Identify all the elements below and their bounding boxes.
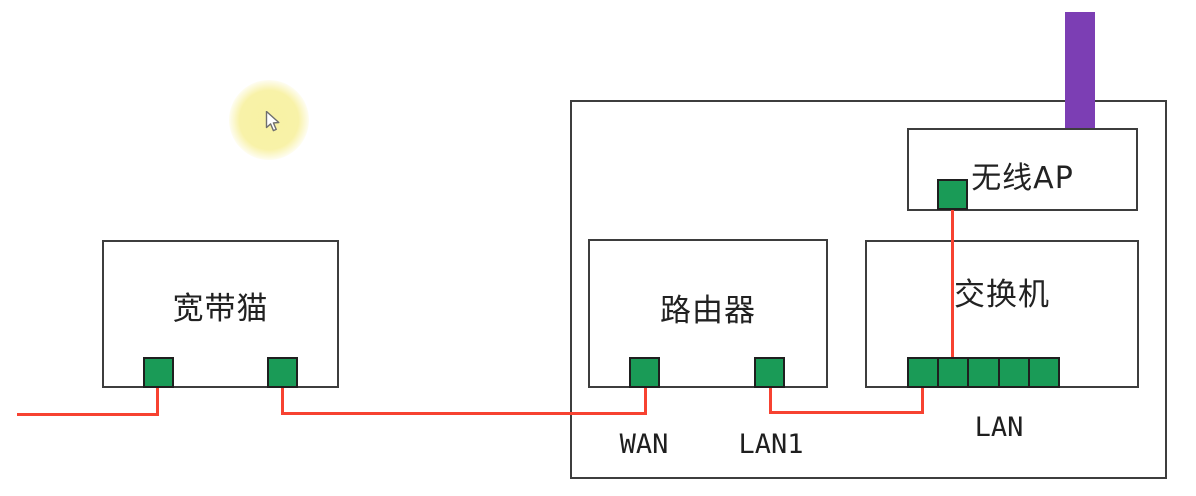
ap-port (937, 179, 968, 210)
purple-marker-bar (1065, 12, 1095, 128)
cable-modem1-lead (17, 413, 159, 416)
switch-port-strip (907, 357, 1061, 388)
modem-port-1 (143, 357, 174, 388)
cable-modem1-stem (156, 386, 159, 416)
ap-label: 无线AP (971, 161, 1074, 196)
cable-lan1-to-switch (769, 411, 924, 414)
switch-port-5 (1027, 357, 1061, 388)
wan-port-label: WAN (619, 429, 669, 460)
router-wan-port (629, 357, 660, 388)
modem-label: 宽带猫 (172, 291, 269, 327)
modem-box: 宽带猫 (102, 240, 339, 388)
lan1-port-label: LAN1 (738, 429, 804, 460)
router-box: 路由器 (588, 239, 828, 388)
cable-lan1-stem (769, 386, 772, 414)
cable-switch-stem (921, 386, 924, 414)
switch-port-2 (937, 357, 970, 388)
cable-ap-to-switch (951, 209, 954, 358)
lan-ports-label: LAN (974, 412, 1024, 443)
switch-port-4 (997, 357, 1030, 388)
switch-label: 交换机 (954, 277, 1050, 313)
modem-port-2 (267, 357, 298, 388)
switch-port-1 (907, 357, 940, 388)
mouse-cursor-icon (265, 111, 280, 132)
cable-modem-to-wan (281, 412, 647, 415)
cable-modem2-stem (281, 386, 284, 415)
router-label: 路由器 (660, 293, 756, 329)
switch-port-3 (967, 357, 1000, 388)
cable-wan-stem (644, 386, 647, 415)
router-lan1-port (754, 357, 785, 388)
